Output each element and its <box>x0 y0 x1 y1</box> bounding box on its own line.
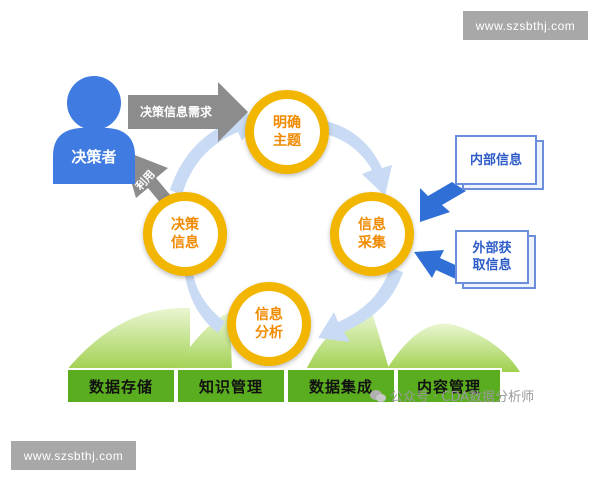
credit-text: 公众号 · CDA数据分析师 <box>390 390 535 405</box>
node-collect-line1: 信息 <box>358 217 386 233</box>
node-info-analysis: 信息 分析 <box>227 282 311 366</box>
dome-storage <box>65 307 190 372</box>
box-data-storage: 数据存储 <box>66 368 176 404</box>
node-decide-line2: 信息 <box>171 235 199 251</box>
node-info-collection: 信息 采集 <box>330 192 414 276</box>
node-clarify-line2: 主题 <box>273 133 301 149</box>
use-arrow <box>122 150 176 212</box>
external-arrow <box>414 250 462 280</box>
demand-arrow <box>128 82 248 142</box>
internal-arrow <box>420 182 466 222</box>
external-info-doc: 外部获 取信息 <box>455 230 529 284</box>
internal-info-label: 内部信息 <box>469 152 522 168</box>
internal-info-doc: 内部信息 <box>455 135 537 185</box>
person-head <box>67 76 121 130</box>
node-collect-line2: 采集 <box>358 235 386 251</box>
demand-arrow-label: 决策信息需求 <box>139 105 212 119</box>
node-analyze-line1: 信息 <box>255 307 283 323</box>
box-content-management: 内容管理 <box>396 368 502 404</box>
external-info-line1: 外部获 <box>472 241 512 256</box>
node-decide-line1: 决策 <box>171 217 199 233</box>
external-info-line2: 取信息 <box>472 258 512 273</box>
node-clarify-line1: 明确 <box>273 115 301 131</box>
node-analyze-line2: 分析 <box>255 325 283 341</box>
node-decision-info: 决策 信息 <box>143 192 227 276</box>
credit-watermark: 公众号 · CDA数据分析师 <box>370 386 534 405</box>
dome-integration <box>305 312 390 372</box>
wechat-icon <box>370 389 386 403</box>
box-data-integration: 数据集成 <box>286 368 396 404</box>
node-clarify-topic: 明确 主题 <box>245 90 329 174</box>
watermark-top: www.szsbthj.com <box>463 11 588 40</box>
cycle-arrow-bottom-right <box>318 268 403 342</box>
watermark-bottom: www.szsbthj.com <box>11 441 136 470</box>
dome-content <box>385 323 520 372</box>
cycle-arrow-top-left <box>170 110 258 195</box>
box-knowledge-management: 知识管理 <box>176 368 286 404</box>
decision-maker-label: 决策者 <box>71 148 117 166</box>
person-body <box>53 128 135 184</box>
cycle-arrow-top-right <box>318 120 392 196</box>
